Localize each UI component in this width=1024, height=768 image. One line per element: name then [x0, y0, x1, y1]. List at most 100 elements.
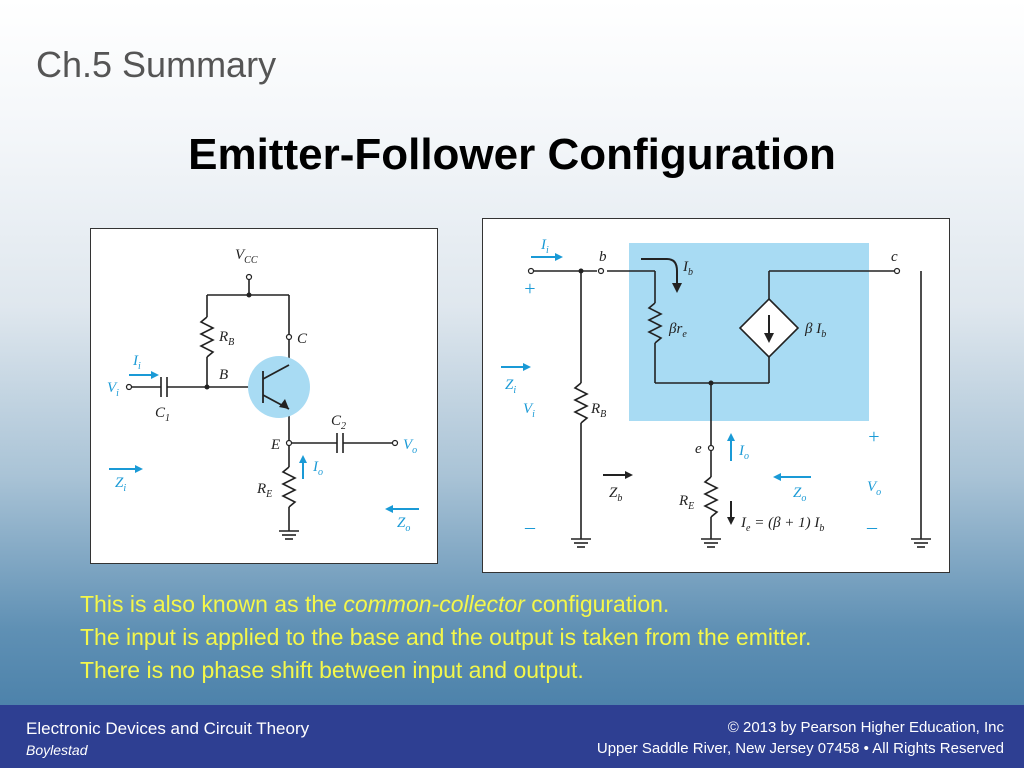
- rc-ie-rest: = (β + 1) I: [750, 515, 820, 531]
- rc-minus-left: –: [524, 516, 536, 538]
- rc-rb-sub: B: [600, 409, 606, 420]
- rc-ie-label: I: [740, 515, 747, 531]
- collector-label: C: [297, 331, 308, 347]
- re-label: R: [256, 481, 266, 497]
- rb-label: R: [218, 329, 228, 345]
- c2-sub: 2: [341, 421, 346, 432]
- rc-beta-re-label: βr: [668, 321, 682, 337]
- c2-label: C: [331, 413, 342, 429]
- rc-beta-ib-label: β I: [804, 321, 822, 337]
- rc-io-label: I: [738, 443, 745, 459]
- rc-zo-sub: o: [801, 493, 806, 504]
- rc-beta-re-sub: e: [682, 329, 687, 340]
- io-sub: o: [318, 467, 323, 478]
- svg-text:RB: RB: [218, 329, 234, 348]
- rc-vo-sub: o: [876, 487, 881, 498]
- svg-text:Io: Io: [738, 443, 749, 462]
- re-sub: E: [265, 489, 272, 500]
- vo-sub: o: [412, 445, 417, 456]
- footer-bar: Electronic Devices and Circuit Theory Bo…: [0, 705, 1024, 768]
- svg-text:Zi: Zi: [115, 475, 126, 494]
- vi-label: V: [107, 380, 118, 396]
- svg-text:Vi: Vi: [107, 380, 119, 399]
- rc-zo-label: Z: [793, 485, 802, 501]
- rc-ib-label: I: [682, 259, 689, 275]
- slide-title: Emitter-Follower Configuration: [188, 130, 836, 179]
- section-title: Ch.5 Summary: [36, 44, 277, 85]
- zi-sub: i: [123, 483, 126, 494]
- rc-zb-label: Z: [609, 485, 618, 501]
- rc-ie-sub2: b: [819, 523, 824, 534]
- zo-sub: o: [405, 523, 410, 534]
- summary-text: This is also known as the common-collect…: [80, 588, 811, 687]
- rc-plus-right: +: [867, 426, 881, 448]
- vcc-sub: CC: [244, 255, 258, 266]
- footer-address: Upper Saddle River, New Jersey 07458 • A…: [596, 740, 1004, 757]
- svg-text:Zo: Zo: [397, 515, 410, 534]
- rc-rb-label: R: [590, 401, 600, 417]
- emitter-label: E: [270, 437, 280, 453]
- rc-zi-sub: i: [513, 385, 516, 396]
- rc-vi-sub: i: [532, 409, 535, 420]
- svg-text:C1: C1: [155, 405, 170, 424]
- summary-line-2: The input is applied to the base and the…: [80, 624, 812, 650]
- svg-text:Ib: Ib: [682, 259, 693, 278]
- svg-text:β Ib: β Ib: [804, 321, 826, 340]
- vo-label: V: [403, 437, 414, 453]
- rc-ib-sub: b: [688, 267, 693, 278]
- vcc-label: V: [235, 247, 246, 263]
- line1-pre: This is also known as the: [80, 591, 344, 617]
- svg-text:βre: βre: [668, 321, 687, 340]
- svg-text:Ii: Ii: [132, 353, 141, 372]
- rc-vo-label: V: [867, 479, 878, 495]
- svg-text:Io: Io: [312, 459, 323, 478]
- zo-label: Z: [397, 515, 406, 531]
- c1-label: C: [155, 405, 166, 421]
- svg-text:Ie = (β + 1) Ib: Ie = (β + 1) Ib: [740, 515, 824, 534]
- svg-text:RE: RE: [678, 493, 694, 512]
- zi-label: Z: [115, 475, 124, 491]
- footer-copyright: © 2013 by Pearson Higher Education, Inc: [727, 719, 1004, 736]
- svg-text:Zi: Zi: [505, 377, 516, 396]
- svg-text:RB: RB: [590, 401, 606, 420]
- svg-text:Vi: Vi: [523, 401, 535, 420]
- rc-plus-left: +: [523, 278, 537, 300]
- io-label: I: [312, 459, 319, 475]
- rc-io-sub: o: [744, 451, 749, 462]
- rb-sub: B: [228, 337, 234, 348]
- rc-zb-sub: b: [617, 493, 622, 504]
- c1-sub: 1: [165, 413, 170, 424]
- rc-ie-sub: e: [746, 523, 751, 534]
- svg-text:Vo: Vo: [867, 479, 881, 498]
- base-label: B: [219, 367, 228, 383]
- ii-label: I: [132, 353, 139, 369]
- rc-ii-label: I: [540, 237, 547, 253]
- line1-post: configuration.: [524, 591, 670, 617]
- svg-text:Zo: Zo: [793, 485, 806, 504]
- svg-text:Vo: Vo: [403, 437, 417, 456]
- rc-re-label: R: [678, 493, 688, 509]
- rc-b-node: b: [599, 249, 607, 265]
- svg-text:RE: RE: [256, 481, 272, 500]
- emitter-follower-circuit-diagram: VCC RB C B E Ii Vi C1 C2 Vo Io RE Zi Zo: [90, 228, 438, 564]
- equivalent-circuit-diagram: Ii b c Ib βre β Ib RB + + – – Zi Vi e Io…: [482, 218, 950, 573]
- svg-text:VCC: VCC: [235, 247, 258, 266]
- rc-minus-right: –: [866, 516, 878, 538]
- rc-c-node: c: [891, 249, 898, 265]
- rc-e-node: e: [695, 441, 702, 457]
- summary-line-1: This is also known as the common-collect…: [80, 588, 811, 621]
- svg-text:Zb: Zb: [609, 485, 622, 504]
- rc-beta-ib-sub: b: [821, 329, 826, 340]
- svg-text:C2: C2: [331, 413, 346, 432]
- footer-author: Boylestad: [26, 742, 88, 758]
- summary-line-3: There is no phase shift between input an…: [80, 657, 584, 683]
- rc-ii-sub: i: [546, 245, 549, 256]
- line1-emphasis: common-collector: [343, 591, 525, 617]
- rc-zi-label: Z: [505, 377, 514, 393]
- rc-re-sub: E: [687, 501, 694, 512]
- svg-text:Ii: Ii: [540, 237, 549, 256]
- vi-sub: i: [116, 388, 119, 399]
- ii-sub: i: [138, 361, 141, 372]
- rc-vi-label: V: [523, 401, 534, 417]
- footer-book-title: Electronic Devices and Circuit Theory: [26, 719, 310, 738]
